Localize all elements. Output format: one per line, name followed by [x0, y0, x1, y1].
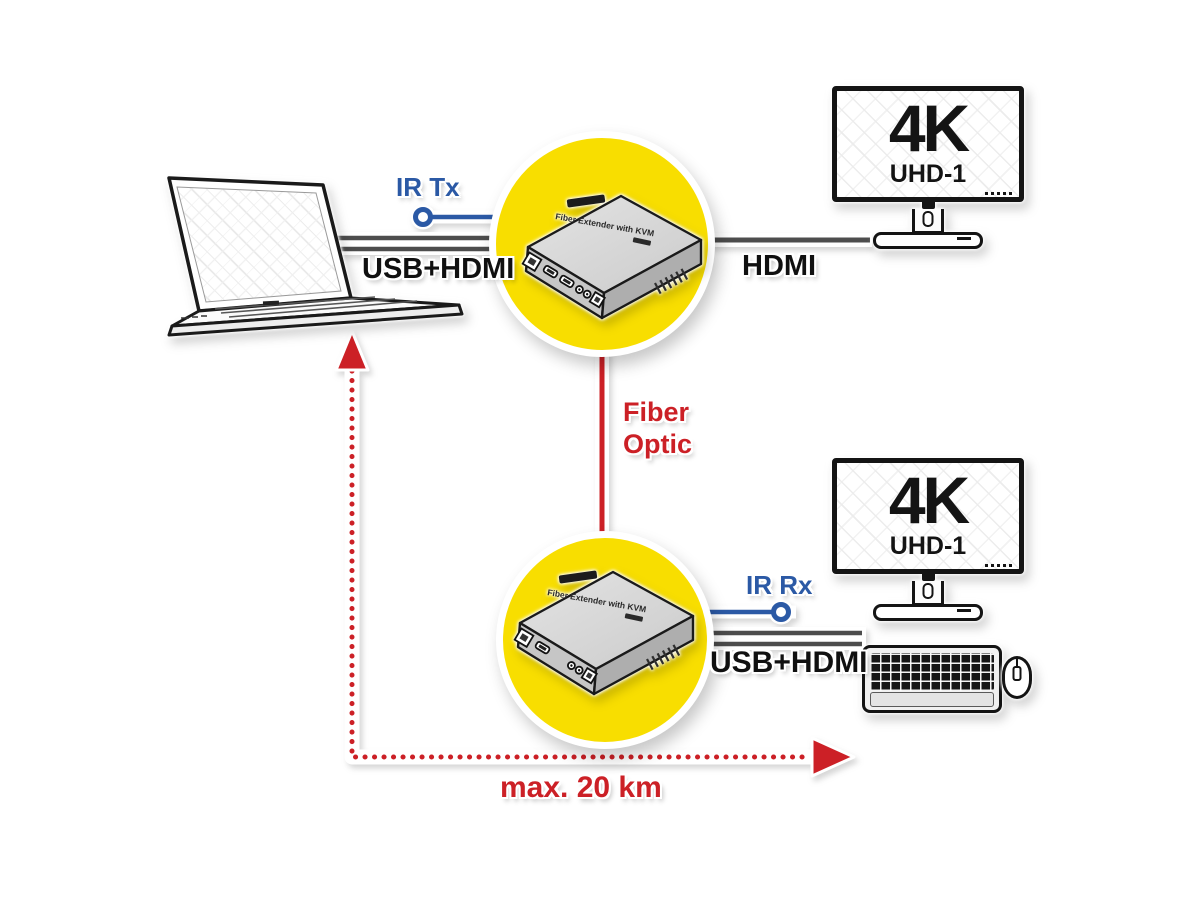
standard-label: UHD-1 [889, 160, 967, 189]
monitor-stand-base [873, 232, 983, 249]
ir-emitter-icon [413, 207, 433, 227]
hdmi-label: HDMI [742, 250, 817, 282]
fiber-tx-unit: Fiber Extender with KVM [521, 194, 703, 320]
ir-tx-cable [413, 207, 503, 227]
max-distance-label: max. 20 km [500, 771, 662, 804]
laptop-base-edge [167, 303, 464, 337]
fiber-rx-unit: Fiber Extender with KVM [513, 570, 695, 696]
distance-arrow [334, 329, 856, 778]
brand-logo [566, 194, 606, 208]
usb-hdmi-remote-label: USB+HDMI [710, 646, 868, 679]
power-led [921, 202, 935, 209]
monitor-stand-neck [912, 209, 944, 234]
resolution-label: 4K [888, 462, 970, 537]
monitor-bottom: 4K UHD-1 [832, 458, 1024, 621]
usb-hdmi-source-label: USB+HDMI [362, 253, 515, 285]
vent-slots [654, 268, 689, 295]
unit-right-face [592, 614, 695, 696]
monitor-stand-neck [912, 581, 944, 606]
keyboard-illustration [862, 645, 1002, 713]
brand-logo [558, 570, 598, 584]
keyboard-wrist-rest [870, 692, 994, 707]
monitor-top: 4K UHD-1 [832, 86, 1024, 249]
laptop-illustration [167, 176, 464, 337]
unit-front-ports [521, 251, 607, 309]
serial-marking [632, 237, 652, 246]
arrow-right-icon [810, 736, 856, 778]
mouse-wheel [1012, 666, 1022, 681]
monitor-buttons [985, 192, 1012, 195]
monitor-buttons [985, 564, 1012, 567]
mouse-illustration [1002, 656, 1032, 699]
ir-receiver-icon [771, 602, 791, 622]
unit-right-face [600, 238, 703, 320]
ir-rx-label: IR Rx [746, 570, 813, 600]
ir-tx-label: IR Tx [396, 172, 460, 202]
fiber-optic-label: Fiber Optic [623, 397, 693, 460]
laptop-detail-marks [181, 300, 280, 319]
power-led [921, 574, 935, 581]
keyboard-keys [870, 653, 994, 691]
resolution-label: 4K [888, 90, 970, 165]
serial-marking [624, 613, 644, 622]
laptop-screen [176, 186, 342, 303]
monitor-screen: 4K UHD-1 [832, 458, 1024, 574]
monitor-stand-base [873, 604, 983, 621]
usb-hdmi-cable-source [332, 235, 504, 252]
laptop-key-rows [214, 296, 418, 318]
unit-front-ports [513, 627, 599, 685]
arrow-up-icon [334, 329, 370, 372]
vent-slots [646, 644, 681, 671]
standard-label: UHD-1 [889, 532, 967, 561]
monitor-screen: 4K UHD-1 [832, 86, 1024, 202]
